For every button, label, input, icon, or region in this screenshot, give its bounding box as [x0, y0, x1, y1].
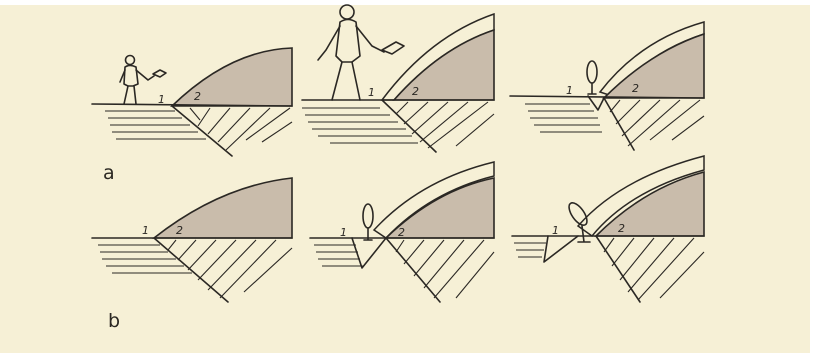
label-2: 2 — [632, 82, 639, 95]
ground-right-hatching — [190, 108, 292, 150]
label-1: 1 — [158, 93, 165, 106]
man-carrying-icon — [318, 5, 404, 100]
ground-right-hatching — [610, 100, 704, 146]
figure-rear-icon — [587, 61, 597, 94]
panel-a3: 1 2 — [510, 22, 704, 150]
label-1: 1 — [142, 224, 149, 237]
panel-a1: 1 2 — [92, 48, 292, 156]
label-2: 2 — [398, 226, 405, 239]
panel-a2: 1 2 — [302, 5, 494, 152]
ground-left-strata — [105, 111, 206, 139]
label-2: 2 — [618, 222, 625, 235]
ground-left-strata — [302, 108, 418, 143]
panel-b2: 1 2 — [310, 162, 494, 302]
label-2: 2 — [176, 224, 183, 237]
ground-left-strata — [314, 245, 364, 266]
figure-rear-icon — [363, 204, 373, 240]
ground-right-hatching — [396, 102, 494, 148]
row-label-b: b — [108, 310, 120, 332]
ground-left-strata — [514, 243, 546, 257]
ground-right-hatching — [604, 238, 704, 300]
label-1: 1 — [552, 224, 559, 237]
label-2: 2 — [412, 85, 419, 98]
ground-right-hatching — [168, 240, 292, 298]
row-label-a: a — [103, 162, 115, 184]
ground-right-hatching — [396, 240, 494, 298]
panel-b1: 1 2 — [92, 178, 292, 302]
panel-b3: 1 2 — [512, 156, 704, 302]
label-2: 2 — [194, 90, 201, 103]
label-1: 1 — [368, 86, 375, 99]
label-1: 1 — [566, 84, 573, 97]
label-1: 1 — [340, 226, 347, 239]
ground-left-strata — [525, 104, 602, 132]
